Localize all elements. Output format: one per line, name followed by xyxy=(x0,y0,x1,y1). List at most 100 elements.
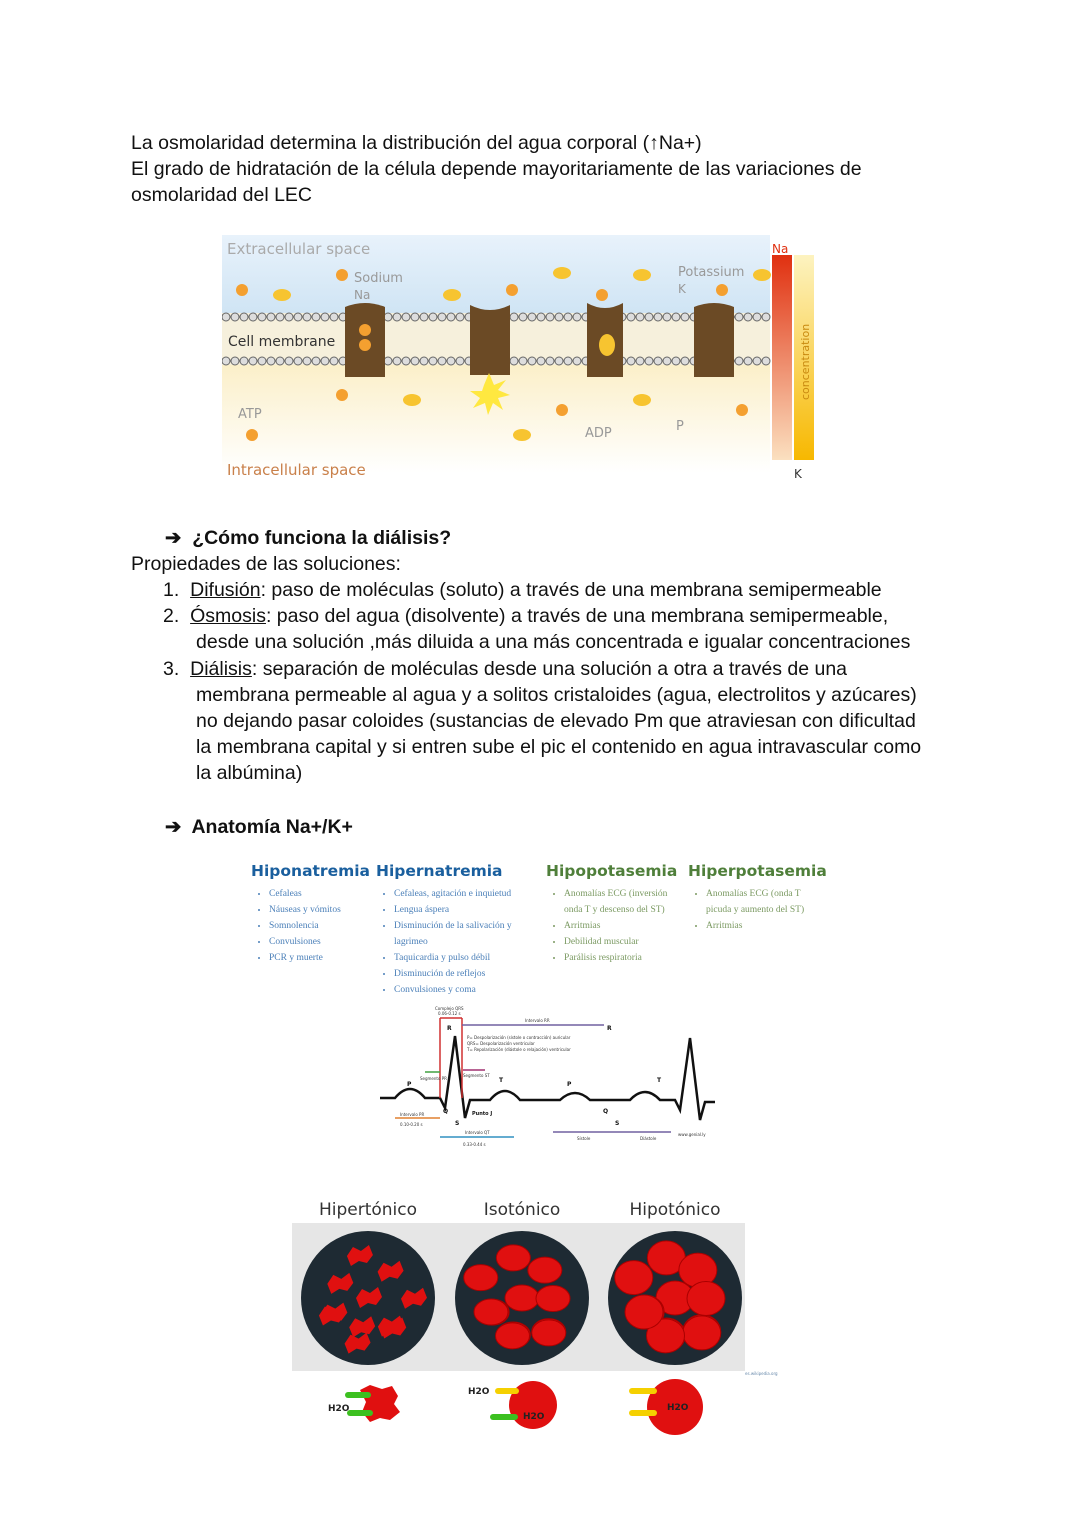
term: Diálisis xyxy=(190,657,252,680)
term: Difusión xyxy=(190,579,261,601)
crenated-cell xyxy=(327,1272,354,1294)
sodium-ion xyxy=(716,284,728,296)
water-label: H2O xyxy=(523,1412,545,1422)
intro-line-2: El grado de hidratación de la célula dep… xyxy=(131,158,862,180)
properties-subheading: Propiedades de las soluciones: xyxy=(131,553,401,575)
red-blood-cell xyxy=(527,1256,563,1284)
list-item: 1. Difusión: paso de moléculas (soluto) … xyxy=(163,579,882,601)
red-blood-cell xyxy=(504,1284,540,1312)
col-hiponatremia: HiponatremiaCefaleasNáuseas y vómitosSom… xyxy=(251,862,370,966)
svg-text:S: S xyxy=(615,1120,619,1127)
potassium-ion xyxy=(513,429,531,441)
potassium-ion xyxy=(633,269,651,281)
list-item-continuation: la membrana capital y si entren sube el … xyxy=(196,736,922,759)
k-bar-label: K xyxy=(794,467,803,481)
symptom-item: Anomalías ECG (inversión onda T y descen… xyxy=(564,886,684,918)
rr-label: Intervalo RR xyxy=(525,1018,550,1023)
red-blood-cell xyxy=(535,1285,571,1313)
diastole-label: Diástole xyxy=(640,1136,657,1141)
ecg-diagram: Complejo QRS 0.06-0.12 s Intervalo RR P=… xyxy=(380,1006,715,1147)
label-hipertonico: Hipertónico xyxy=(319,1200,417,1220)
crenated-cell xyxy=(400,1287,427,1309)
red-blood-cell xyxy=(682,1315,722,1351)
intracellular-label: Intracellular space xyxy=(227,461,366,479)
col-hipernatremia: HipernatremiaCefaleas, agitación e inqui… xyxy=(376,862,536,998)
symptom-item: Somnolencia xyxy=(269,918,369,934)
intracellular-area xyxy=(222,363,770,473)
adp-label: ADP xyxy=(585,426,612,441)
red-blood-cell xyxy=(473,1298,509,1326)
crenated-cell xyxy=(321,1302,348,1324)
sodium-ion xyxy=(506,284,518,296)
section-heading-dialysis: ➔ ¿Cómo funciona la diálisis? xyxy=(165,527,452,549)
svg-text:T: T xyxy=(657,1077,662,1084)
symptom-item: Cefaleas, agitación e inquietud xyxy=(394,886,536,902)
symptom-item: Anomalías ECG (onda T picuda y aumento d… xyxy=(706,886,828,918)
symptom-item: PCR y muerte xyxy=(269,950,369,966)
symptom-item: Taquicardia y pulso débil xyxy=(394,950,536,966)
sodium-ion xyxy=(236,284,248,296)
pi-label: P xyxy=(676,419,684,434)
potassium-ion xyxy=(273,289,291,301)
extracellular-area xyxy=(222,235,770,315)
red-blood-cell xyxy=(463,1264,499,1292)
na-bar-label: Na xyxy=(772,242,788,256)
water-label: H2O xyxy=(328,1404,350,1414)
tonicity-figure: Hipertónico Isotónico Hipotónico es.wiki… xyxy=(292,1200,778,1435)
potassium-ion xyxy=(403,394,421,406)
pump-channels xyxy=(345,303,734,377)
electrolyte-table: HiponatremiaCefaleasNáuseas y vómitosSom… xyxy=(248,862,838,1002)
ecg-credit: www.genial.ly xyxy=(678,1132,706,1137)
potassium-ion xyxy=(753,269,771,281)
symptom-item: Cefaleas xyxy=(269,886,369,902)
potassium-ion xyxy=(443,289,461,301)
point-j-label: Punto J xyxy=(472,1111,492,1117)
crenated-cell xyxy=(349,1316,376,1338)
sodium-label: Sodium xyxy=(354,271,403,286)
pr-interval-label: Intervalo PR xyxy=(400,1112,424,1117)
crenated-cell xyxy=(377,1260,404,1282)
sodium-ion xyxy=(556,404,568,416)
pr-segment-label: Segmento PR xyxy=(420,1076,447,1081)
symptom-item: Debilidad muscular xyxy=(564,934,684,950)
intro-line-1: La osmolaridad determina la distribución… xyxy=(131,132,702,154)
systole-label: Sístole xyxy=(577,1136,591,1141)
crenated-cell xyxy=(377,1315,404,1337)
qt-interval-label: Intervalo QT xyxy=(465,1130,490,1135)
section-heading-anatomy: ➔ Anatomía Na+/K+ xyxy=(165,816,353,838)
qt-time: 0.33-0.44 s xyxy=(463,1142,486,1147)
svg-text:Q: Q xyxy=(443,1108,448,1115)
svg-text:Q: Q xyxy=(603,1108,608,1115)
ecg-trace xyxy=(380,1035,715,1121)
concentration-label: concentration xyxy=(799,324,812,400)
potassium-symbol: K xyxy=(678,282,687,296)
red-blood-cell xyxy=(495,1322,531,1350)
label-hipotonico: Hipotónico xyxy=(629,1200,720,1220)
crenated-cell xyxy=(344,1332,371,1354)
ecg-legend-1: P= Despolarización (sístole o contracció… xyxy=(467,1035,571,1040)
symptom-item: Parálisis respiratoria xyxy=(564,950,684,966)
red-blood-cell xyxy=(531,1319,567,1347)
list-item-continuation: membrana permeable al agua y a solitos c… xyxy=(196,683,917,706)
ecg-legend-3: T= Repolarización (diástole o relajación… xyxy=(466,1047,571,1052)
potassium-ion xyxy=(553,267,571,279)
na-gradient-bar xyxy=(772,255,792,460)
label-isotonico: Isotónico xyxy=(484,1200,561,1220)
svg-text:T: T xyxy=(499,1077,504,1084)
crenated-cell xyxy=(346,1244,373,1266)
symptom-item: Convulsiones y coma xyxy=(394,982,536,998)
arrow-right-icon: ➔ xyxy=(165,816,182,838)
list-item-continuation: la albúmina) xyxy=(196,762,303,785)
col-hipopotasemia: HipopotasemiaAnomalías ECG (inversión on… xyxy=(546,862,684,966)
symptom-item: Lengua áspera xyxy=(394,902,536,918)
pr-time: 0.10-0.20 s xyxy=(400,1122,423,1127)
crenated-cell xyxy=(356,1287,382,1308)
potassium-ion xyxy=(633,394,651,406)
red-blood-cell xyxy=(686,1281,726,1317)
sodium-ion xyxy=(336,389,348,401)
ecg-legend-2: QRS= Despolarización ventricular xyxy=(467,1041,535,1046)
symptom-item: Disminución de la salivación y lagrimeo xyxy=(394,918,536,950)
col-hiperpotasemia: HiperpotasemiaAnomalías ECG (onda T picu… xyxy=(688,862,828,934)
red-blood-cell xyxy=(624,1294,664,1330)
list-item: 2. Ósmosis: paso del agua (disolvente) a… xyxy=(163,605,889,628)
